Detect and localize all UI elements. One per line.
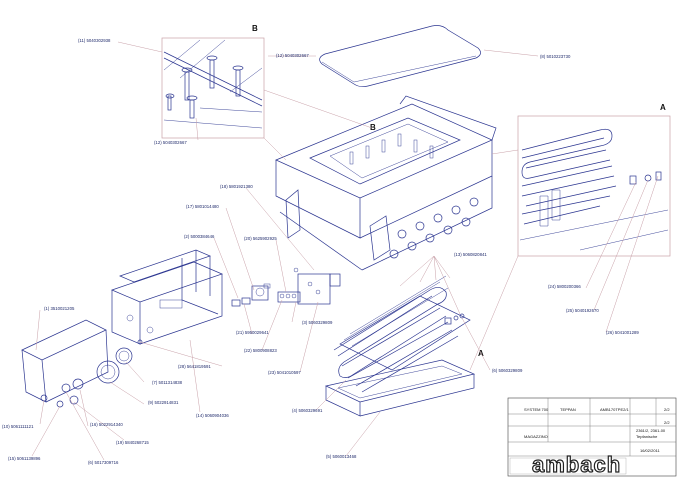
- label-p18: (18) 5801921380: [220, 184, 253, 189]
- label-p25: (25) 5040192670: [566, 308, 599, 313]
- label-p19: (19) 5840268715: [116, 440, 149, 445]
- label-p8: (8) 5010223730: [540, 54, 571, 59]
- detail-b: B: [161, 24, 265, 139]
- electric-components: [231, 267, 341, 307]
- label-p2: (2) 5000384646: [184, 234, 215, 239]
- control-frame: [21, 249, 223, 403]
- ambach-logo: ambach: [532, 452, 621, 477]
- top-lid: [319, 25, 481, 88]
- detail-a-label: A: [660, 103, 666, 112]
- label-p4: (4) 5060329691: [292, 408, 323, 413]
- label-p21: (21) 5950029641: [236, 330, 269, 335]
- label-p16: (16) 5022914340: [90, 422, 123, 427]
- label-p10: (10) 5061111121: [2, 424, 34, 429]
- title-block: SYSTEM 700 TEPPAN AMB170TPE2/1 2/2 2/2 M…: [507, 397, 677, 478]
- label-p12a: (12) 5040302667: [276, 53, 309, 58]
- drip-tray: [324, 359, 476, 417]
- tb-group: MAGAZZINO: [524, 434, 548, 439]
- detail-b-label: B: [252, 24, 258, 33]
- label-p5: (5) 5060013468: [326, 454, 357, 459]
- knob-parts: [40, 339, 143, 408]
- detail-b-callout: B: [370, 123, 376, 132]
- detail-a: A: [517, 103, 671, 257]
- label-p26: (26) 5041001289: [606, 330, 639, 335]
- label-p15: (15) 5061139896: [8, 456, 41, 461]
- label-p9: (9) 5022914831: [148, 400, 179, 405]
- tb-model: TEPPAN: [560, 407, 576, 412]
- label-p1: (1) 3510021205: [44, 306, 75, 311]
- detail-a-frame: [517, 115, 671, 257]
- detail-b-frame: [161, 37, 265, 139]
- label-p20: (20) 5625902925: [244, 236, 277, 241]
- tb-page: 2/2: [664, 420, 670, 425]
- tb-date: 16/02/2011: [640, 448, 660, 453]
- label-p12b: (12) 5040302667: [154, 140, 187, 145]
- tb-system: SYSTEM 700: [524, 407, 549, 412]
- tb-drawing-no: 2361/2, 2361-00: [636, 428, 666, 433]
- label-p14: (14) 5060904036: [196, 413, 229, 418]
- leader-lines: [31, 41, 659, 461]
- tb-sheet: 2/2: [664, 407, 670, 412]
- label-p23: (23) 5041010597: [268, 370, 301, 375]
- label-p24: (24) 5800200366: [548, 284, 581, 289]
- label-p22: (22) 5800908823: [244, 348, 277, 353]
- main-housing: B: [275, 95, 497, 271]
- heating-element: A: [333, 275, 484, 393]
- label-p13: (13) 5060820841: [454, 252, 487, 257]
- label-p11: (11) 5040302938: [78, 38, 111, 43]
- label-p6b: (6) 5017309716: [88, 460, 119, 465]
- part-labels: (11) 5040302938 (12) 5040302667 (12) 504…: [2, 38, 639, 465]
- tb-code: AMB170TPE2/1: [600, 407, 629, 412]
- label-p3: (3) 5060329809: [302, 320, 333, 325]
- label-p17: (17) 5801014480: [186, 204, 219, 209]
- tb-drawing-name: Tepfanische: [636, 434, 658, 439]
- label-p28: (28) 5641819591: [178, 364, 211, 369]
- label-p7: (7) 5011314838: [152, 380, 183, 385]
- label-p6: (6) 5060329809: [492, 368, 523, 373]
